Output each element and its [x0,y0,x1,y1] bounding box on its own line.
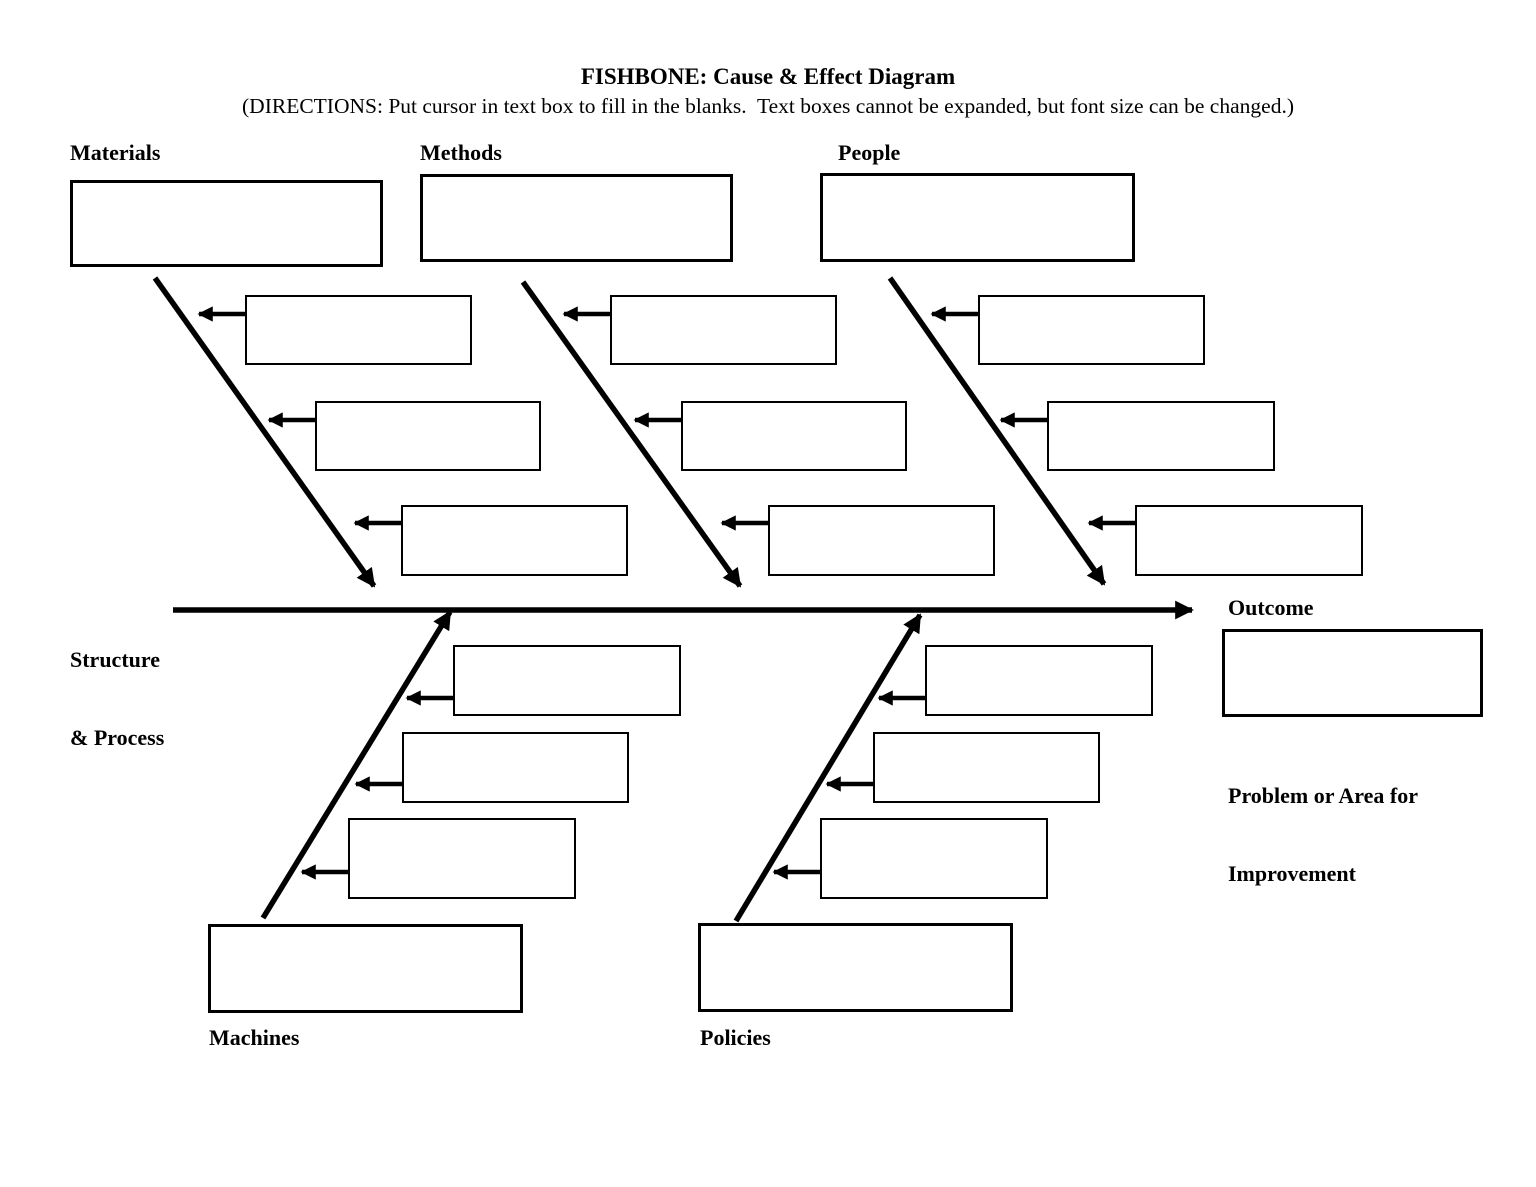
methods-cause-textbox-3[interactable] [768,505,995,576]
materials-cause-textbox-1[interactable] [245,295,472,365]
people-main-textbox[interactable] [820,173,1135,262]
problem-area-caption: Problem or Area for Improvement [1228,731,1418,939]
directions-text: (DIRECTIONS: Put cursor in text box to f… [242,94,1294,118]
policies-cause-textbox-2[interactable] [873,732,1100,803]
people-cause-textbox-2[interactable] [1047,401,1275,471]
machines-cause-textbox-3[interactable] [348,818,576,899]
machines-bone-line [260,610,453,920]
machines-cause-textbox-1[interactable] [453,645,681,716]
structure-process-label-line2: & Process [70,725,165,750]
policies-cause-textbox-3[interactable] [820,818,1048,899]
page-title: FISHBONE: Cause & Effect Diagram [580,64,956,89]
people-cause-textbox-3[interactable] [1135,505,1363,576]
materials-label: Materials [70,140,161,165]
machines-main-textbox[interactable] [208,924,523,1013]
methods-bone-line [520,280,743,588]
materials-cause-textbox-2[interactable] [315,401,541,471]
people-bone-line [887,276,1107,586]
methods-label: Methods [420,140,502,165]
materials-cause-textbox-3[interactable] [401,505,628,576]
problem-area-caption-line2: Improvement [1228,861,1356,886]
methods-main-textbox[interactable] [420,174,733,262]
machines-cause-textbox-2[interactable] [402,732,629,803]
structure-process-label-line1: Structure [70,647,161,672]
policies-bone-line [733,613,923,923]
outcome-label: Outcome [1228,595,1314,620]
structure-process-label: Structure & Process [70,595,164,803]
people-cause-textbox-1[interactable] [978,295,1205,365]
policies-cause-textbox-1[interactable] [925,645,1153,716]
outcome-textbox[interactable] [1222,629,1483,717]
machines-label: Machines [209,1025,300,1050]
methods-cause-textbox-1[interactable] [610,295,837,365]
materials-main-textbox[interactable] [70,180,383,267]
policies-main-textbox[interactable] [698,923,1013,1012]
problem-area-caption-line1: Problem or Area for [1228,783,1419,808]
materials-bone-line [152,276,377,588]
methods-cause-textbox-2[interactable] [681,401,907,471]
people-label: People [838,140,901,165]
policies-label: Policies [700,1025,771,1050]
